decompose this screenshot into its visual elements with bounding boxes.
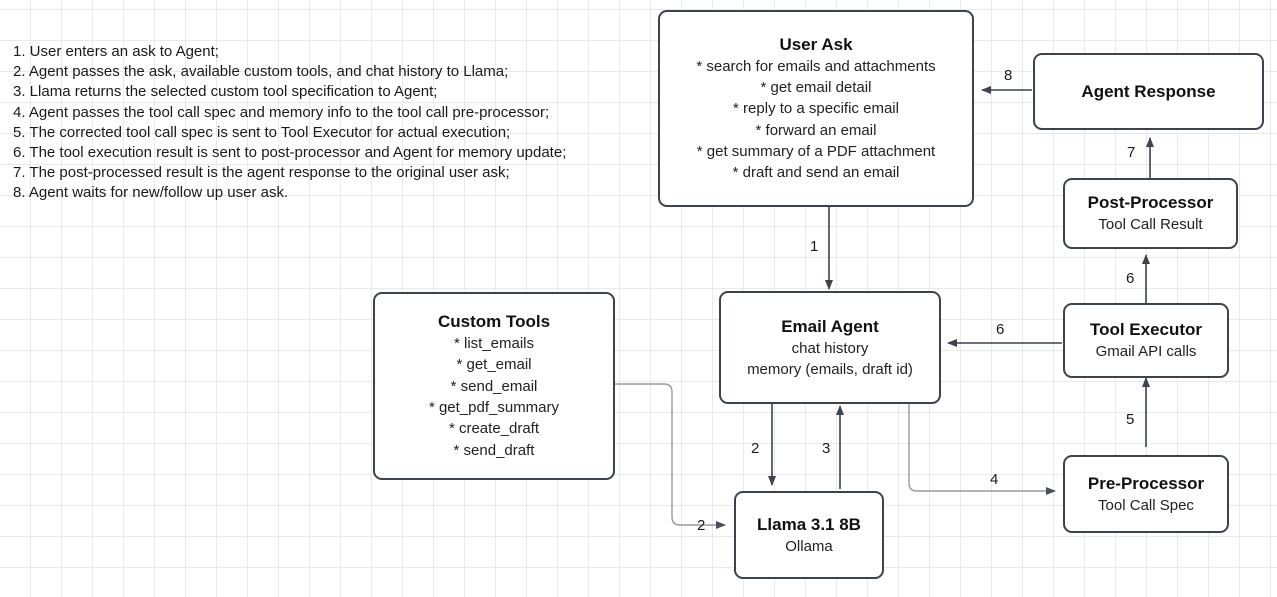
node-email-agent-sub: chat history	[791, 339, 869, 357]
node-pre-processor[interactable]: Pre-Processor Tool Call Spec	[1063, 455, 1229, 533]
node-email-agent-title: Email Agent	[781, 316, 879, 336]
legend-steps-list: 1. User enters an ask to Agent; 2. Agent…	[13, 42, 566, 204]
edge-label-6b: 6	[996, 321, 1005, 338]
node-agent-response[interactable]: Agent Response	[1033, 53, 1264, 130]
node-user-ask[interactable]: User Ask * search for emails and attachm…	[658, 10, 974, 207]
node-pre-processor-title: Pre-Processor	[1087, 473, 1205, 493]
edge-label-5: 5	[1126, 411, 1135, 428]
legend-line: 6. The tool execution result is sent to …	[13, 144, 567, 162]
edge-4-path	[908, 404, 1056, 495]
node-email-agent-sub: memory (emails, draft id)	[747, 360, 913, 378]
legend-line: 8. Agent waits for new/follow up user as…	[13, 184, 289, 202]
node-custom-tools-item: * send_email	[450, 377, 538, 395]
node-user-ask-item: * draft and send an email	[732, 164, 900, 182]
edge-label-7: 7	[1127, 144, 1136, 161]
node-custom-tools-item: * create_draft	[448, 420, 540, 438]
node-tool-executor-sub: Gmail API calls	[1095, 343, 1197, 360]
node-llama-sub: Ollama	[785, 537, 833, 555]
node-email-agent[interactable]: Email Agent chat history memory (emails,…	[719, 291, 941, 404]
node-agent-response-title: Agent Response	[1081, 81, 1216, 101]
legend-line: 7. The post-processed result is the agen…	[13, 164, 510, 182]
node-user-ask-item: * get summary of a PDF attachment	[696, 142, 936, 160]
edge-label-1: 1	[810, 238, 819, 255]
legend-line: 3. Llama returns the selected custom too…	[13, 83, 438, 101]
node-user-ask-item: * reply to a specific email	[733, 100, 899, 118]
node-custom-tools-item: * get_pdf_summary	[428, 399, 560, 416]
node-tool-executor[interactable]: Tool Executor Gmail API calls	[1063, 303, 1229, 378]
node-user-ask-title: User Ask	[779, 34, 853, 54]
node-custom-tools-title: Custom Tools	[437, 312, 551, 332]
legend-line: 5. The corrected tool call spec is sent …	[13, 123, 511, 141]
node-custom-tools-item: * get_email	[456, 356, 532, 374]
node-post-processor-title: Post-Processor	[1087, 193, 1214, 212]
node-post-processor[interactable]: Post-Processor Tool Call Result	[1063, 178, 1238, 249]
edge-label-6a: 6	[1126, 270, 1135, 287]
edge-label-8: 8	[1004, 67, 1013, 84]
edge-label-4: 4	[990, 471, 999, 488]
node-user-ask-item: * search for emails and attachments	[696, 57, 936, 75]
edge-label-3: 3	[822, 440, 831, 457]
legend-line: 2. Agent passes the ask, available custo…	[13, 63, 509, 81]
node-tool-executor-title: Tool Executor	[1089, 320, 1203, 339]
edge-2b-path	[615, 383, 726, 529]
node-custom-tools-item: * send_draft	[453, 441, 535, 459]
node-user-ask-item: * forward an email	[755, 121, 877, 139]
node-custom-tools[interactable]: Custom Tools * list_emails * get_email *…	[373, 292, 615, 480]
edge-label-2b: 2	[697, 517, 706, 534]
node-llama[interactable]: Llama 3.1 8B Ollama	[734, 491, 884, 579]
node-custom-tools-item: * list_emails	[453, 335, 535, 353]
legend-line: 1. User enters an ask to Agent;	[13, 43, 219, 60]
node-llama-title: Llama 3.1 8B	[757, 514, 861, 534]
node-user-ask-item: * get email detail	[760, 78, 872, 96]
edge-label-2a: 2	[751, 440, 760, 457]
node-pre-processor-sub: Tool Call Spec	[1098, 496, 1194, 514]
node-post-processor-sub: Tool Call Result	[1098, 216, 1203, 233]
legend-line: 4. Agent passes the tool call spec and m…	[13, 103, 550, 121]
